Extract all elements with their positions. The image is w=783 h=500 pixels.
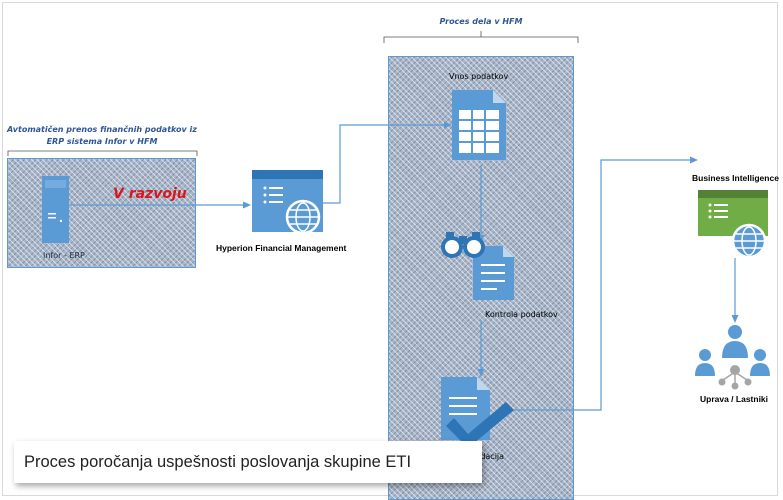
erp-label: Infor - ERP (43, 251, 85, 260)
transfer-bracket-label-line2: ERP sistema Infor v HFM (46, 137, 158, 146)
input-label: Vnos podatkov (449, 72, 509, 81)
process-bracket-label: Proces dela v HFM (439, 17, 523, 26)
caption-box: Proces poročanja uspešnosti poslovanja s… (14, 441, 482, 483)
bi-label: Business Intelligence (692, 173, 779, 183)
hfm-label: Hyperion Financial Management (216, 243, 347, 253)
hfm-to-input-connector (323, 124, 447, 204)
caption-text: Proces poročanja uspešnosti poslovanja s… (24, 452, 412, 471)
globe-icon (285, 199, 321, 235)
owners-label: Uprava / Lastniki (700, 394, 769, 404)
development-label: V razvoju (113, 186, 187, 202)
server-icon (42, 176, 69, 243)
arrowhead-owners (731, 315, 739, 323)
spreadsheet-document-icon (452, 90, 506, 160)
arrowhead-consolidation (477, 369, 485, 377)
checkmark-icon (446, 402, 514, 448)
erp-region (7, 158, 196, 268)
consolidation-to-bi-connector (505, 159, 693, 411)
control-document-icon (473, 246, 514, 300)
transfer-bracket-label-line1: Avtomatičen prenos finančnih podatkov iz (7, 125, 197, 134)
people-group-icon (695, 325, 770, 390)
arrowhead-bi (690, 156, 698, 164)
process-bracket (383, 31, 579, 43)
transfer-bracket (7, 150, 198, 156)
arrowhead-input (444, 121, 452, 129)
bi-globe-icon (731, 223, 767, 259)
arrowhead-hfm (243, 201, 251, 209)
control-label: Kontrola podatkov (485, 310, 558, 319)
binoculars-icon (441, 232, 485, 258)
